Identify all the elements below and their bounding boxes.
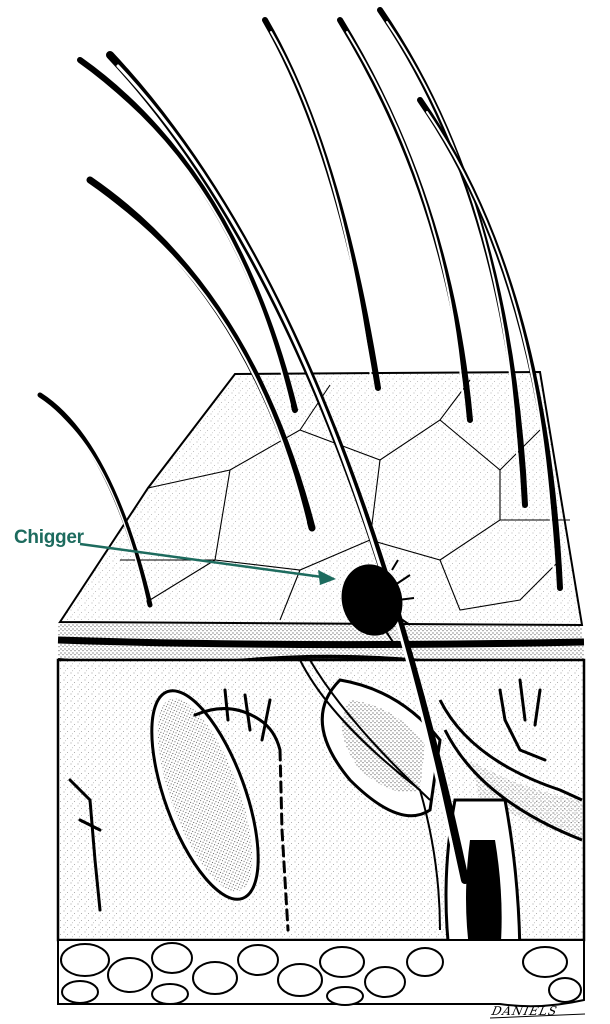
artist-signature: DANIELS bbox=[491, 1004, 559, 1018]
fat-cell-layer bbox=[58, 940, 584, 1006]
chigger-label: Chigger bbox=[14, 527, 84, 549]
